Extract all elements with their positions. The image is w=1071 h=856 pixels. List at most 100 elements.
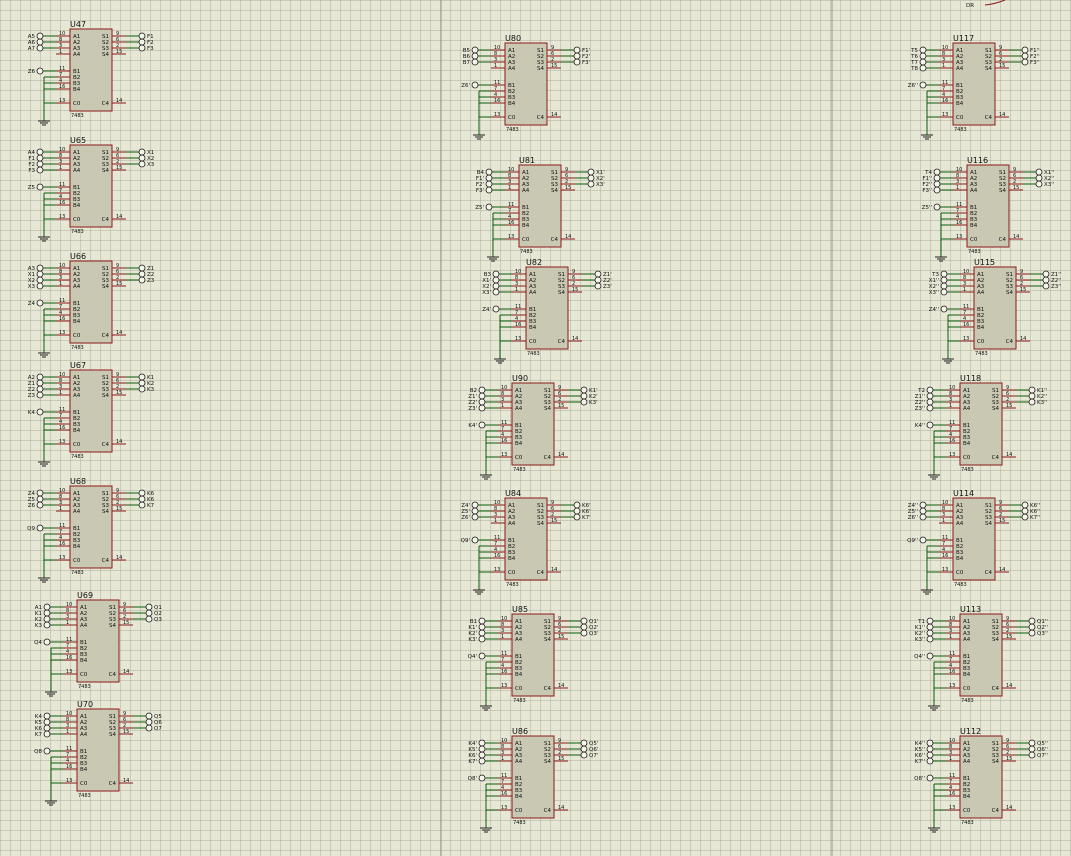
input-terminal[interactable] [933, 180, 941, 188]
output-terminal[interactable] [1028, 398, 1036, 406]
output-terminal[interactable] [1028, 751, 1036, 759]
input-terminal[interactable] [919, 46, 927, 54]
output-terminal[interactable] [580, 386, 588, 394]
output-terminal[interactable] [138, 148, 146, 156]
output-terminal[interactable] [573, 513, 581, 521]
input-terminal[interactable] [36, 264, 44, 272]
output-terminal[interactable] [580, 392, 588, 400]
chip-u114[interactable]: U1147483A110A28A33A41B111B27B34B416C013Z… [907, 489, 1040, 595]
chip-u68[interactable]: U687483A110A28A33A41B111B27B34B416C013Z4… [27, 477, 155, 583]
input-terminal[interactable] [36, 276, 44, 284]
input-terminal[interactable] [478, 404, 486, 412]
input-terminal[interactable] [926, 745, 934, 753]
input-terminal[interactable] [36, 160, 44, 168]
output-terminal[interactable] [138, 489, 146, 497]
input-terminal[interactable] [926, 404, 934, 412]
input-terminal[interactable] [36, 67, 44, 75]
input-terminal[interactable] [36, 154, 44, 162]
input-terminal[interactable] [940, 282, 948, 290]
chip-u85[interactable]: U857483A110A28A33A41B111B27B34B416C013B1… [468, 605, 599, 711]
output-terminal[interactable] [1021, 501, 1029, 509]
input-terminal[interactable] [471, 501, 479, 509]
input-terminal[interactable] [926, 617, 934, 625]
output-terminal[interactable] [1028, 739, 1036, 747]
output-terminal[interactable] [1021, 52, 1029, 60]
input-terminal[interactable] [478, 386, 486, 394]
output-terminal[interactable] [145, 615, 153, 623]
input-terminal[interactable] [471, 58, 479, 66]
output-terminal[interactable] [594, 270, 602, 278]
input-terminal[interactable] [492, 305, 500, 313]
input-terminal[interactable] [940, 305, 948, 313]
input-terminal[interactable] [478, 421, 486, 429]
output-terminal[interactable] [573, 507, 581, 515]
input-terminal[interactable] [478, 617, 486, 625]
input-terminal[interactable] [471, 81, 479, 89]
input-terminal[interactable] [36, 282, 44, 290]
output-terminal[interactable] [1028, 392, 1036, 400]
input-terminal[interactable] [926, 398, 934, 406]
output-terminal[interactable] [1035, 180, 1043, 188]
chip-u67[interactable]: U677483A110A28A33A41B111B27B34B416C013A2… [28, 361, 155, 467]
output-terminal[interactable] [138, 379, 146, 387]
output-terminal[interactable] [1028, 617, 1036, 625]
input-terminal[interactable] [36, 183, 44, 191]
input-terminal[interactable] [471, 513, 479, 521]
input-terminal[interactable] [36, 299, 44, 307]
input-terminal[interactable] [43, 712, 51, 720]
output-terminal[interactable] [580, 617, 588, 625]
chip-u80[interactable]: U807483A110A28A33A41B111B27B34B416C013B5… [461, 34, 590, 140]
input-terminal[interactable] [485, 180, 493, 188]
output-terminal[interactable] [138, 373, 146, 381]
input-terminal[interactable] [933, 203, 941, 211]
output-terminal[interactable] [594, 282, 602, 290]
input-terminal[interactable] [471, 507, 479, 515]
input-terminal[interactable] [478, 745, 486, 753]
input-terminal[interactable] [36, 148, 44, 156]
chip-u70[interactable]: U707483A110A28A33A41B111B27B34B416C013K4… [34, 700, 162, 806]
input-terminal[interactable] [36, 270, 44, 278]
input-terminal[interactable] [933, 186, 941, 194]
input-terminal[interactable] [919, 513, 927, 521]
chip-u84[interactable]: U847483A110A28A33A41B111B27B34B416C013Z4… [461, 489, 591, 595]
output-terminal[interactable] [1042, 282, 1050, 290]
output-terminal[interactable] [138, 154, 146, 162]
output-terminal[interactable] [594, 276, 602, 284]
input-terminal[interactable] [36, 501, 44, 509]
output-terminal[interactable] [587, 180, 595, 188]
output-terminal[interactable] [1028, 386, 1036, 394]
input-terminal[interactable] [492, 276, 500, 284]
chip-u90[interactable]: U907483A110A28A33A41B111B27B34B416C013B2… [468, 374, 598, 480]
output-terminal[interactable] [138, 270, 146, 278]
input-terminal[interactable] [478, 774, 486, 782]
output-terminal[interactable] [138, 32, 146, 40]
input-terminal[interactable] [36, 408, 44, 416]
input-terminal[interactable] [933, 168, 941, 176]
chip-u65[interactable]: U657483A110A28A33A41B111B27B34B416C013A4… [28, 136, 155, 242]
input-terminal[interactable] [471, 536, 479, 544]
output-terminal[interactable] [1028, 745, 1036, 753]
input-terminal[interactable] [492, 282, 500, 290]
output-terminal[interactable] [580, 739, 588, 747]
input-terminal[interactable] [43, 609, 51, 617]
input-terminal[interactable] [478, 739, 486, 747]
input-terminal[interactable] [478, 652, 486, 660]
output-terminal[interactable] [138, 495, 146, 503]
output-terminal[interactable] [1021, 46, 1029, 54]
output-terminal[interactable] [145, 603, 153, 611]
input-terminal[interactable] [492, 288, 500, 296]
input-terminal[interactable] [926, 623, 934, 631]
input-terminal[interactable] [926, 392, 934, 400]
output-terminal[interactable] [1042, 270, 1050, 278]
input-terminal[interactable] [926, 629, 934, 637]
output-terminal[interactable] [1028, 623, 1036, 631]
input-terminal[interactable] [478, 635, 486, 643]
output-terminal[interactable] [1035, 168, 1043, 176]
output-terminal[interactable] [587, 174, 595, 182]
chip-u66[interactable]: U667483A110A28A33A41B111B27B34B416C013A3… [28, 252, 155, 358]
output-terminal[interactable] [138, 38, 146, 46]
input-terminal[interactable] [926, 739, 934, 747]
input-terminal[interactable] [36, 44, 44, 52]
input-terminal[interactable] [940, 276, 948, 284]
